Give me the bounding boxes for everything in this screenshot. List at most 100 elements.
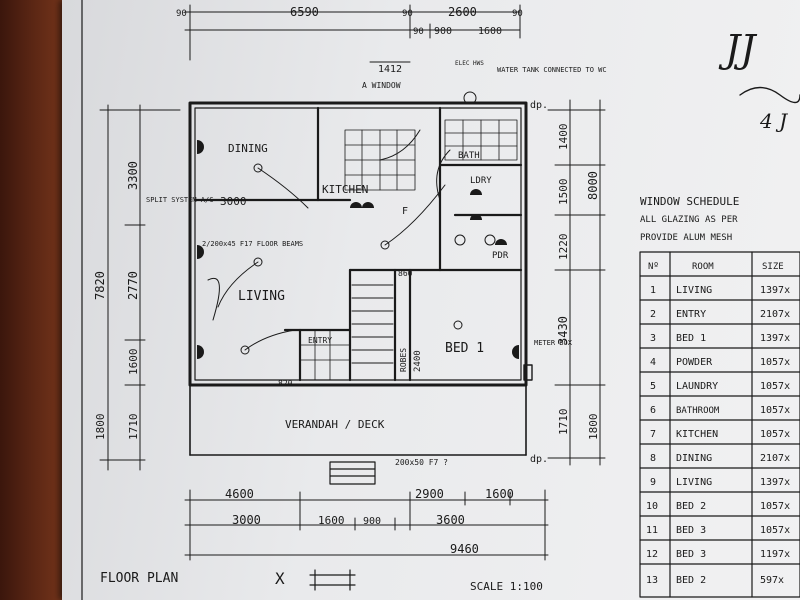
dim-right-1710: 1710 bbox=[557, 409, 570, 436]
bath-tile-grid bbox=[444, 119, 518, 161]
entry-tile-grid bbox=[299, 329, 351, 381]
note-fridge: F bbox=[402, 206, 408, 217]
schedule-row-size: 1197x bbox=[760, 549, 790, 560]
schedule-row-no: 13 bbox=[646, 575, 658, 586]
dim-left-2770: 2770 bbox=[126, 271, 140, 300]
schedule-row-size: 1057x bbox=[760, 381, 790, 392]
room-entry: ENTRY bbox=[308, 336, 332, 345]
dim-left-1710: 1710 bbox=[127, 414, 140, 441]
note-860: 860 bbox=[398, 269, 413, 278]
plan-scale: SCALE 1:100 bbox=[470, 580, 543, 593]
dim-top-90b: 90 bbox=[402, 9, 413, 19]
schedule-row-2: 2 ENTRY 2107x bbox=[650, 309, 790, 320]
room-living: LIVING bbox=[238, 289, 285, 304]
schedule-row-size: 597x bbox=[760, 575, 784, 586]
schedule-row-room: LAUNDRY bbox=[676, 381, 718, 392]
meter-box bbox=[523, 364, 533, 381]
schedule-row-11: 11 BED 3 1057x bbox=[646, 525, 790, 536]
room-robes: ROBES bbox=[399, 348, 408, 372]
schedule-row-room: BED 2 bbox=[676, 501, 706, 512]
schedule-title: WINDOW SCHEDULE bbox=[640, 195, 739, 208]
note-820: 820 bbox=[278, 379, 293, 388]
room-dining: DINING bbox=[228, 142, 268, 155]
dim-top-6590: 6590 bbox=[290, 5, 319, 19]
schedule-row-no: 7 bbox=[650, 429, 656, 440]
dim-bottom-4600: 4600 bbox=[225, 487, 254, 501]
schedule-row-room: BED 3 bbox=[676, 549, 706, 560]
schedule-row-no: 1 bbox=[650, 285, 656, 296]
dim-left-3300: 3300 bbox=[126, 161, 140, 190]
signature-flourish bbox=[739, 86, 800, 104]
schedule-row-room: BED 1 bbox=[676, 333, 706, 344]
window-schedule-table: Nº ROOM SIZE 1 LIVING 1397x 2 ENTRY 2107… bbox=[639, 251, 800, 598]
schedule-row-size: 2107x bbox=[760, 453, 790, 464]
room-verandah: VERANDAH / DECK bbox=[285, 418, 385, 431]
note-meter-box: METER BOX bbox=[534, 339, 573, 347]
dimension-lines bbox=[99, 4, 606, 561]
schedule-row-5: 5 LAUNDRY 1057x bbox=[650, 381, 790, 392]
schedule-header-room: ROOM bbox=[692, 262, 714, 272]
dim-top-90c: 90 bbox=[512, 9, 523, 19]
dp-top: dp. bbox=[530, 100, 548, 111]
schedule-row-room: POWDER bbox=[676, 357, 713, 368]
kitchen-tile-grid bbox=[344, 129, 416, 191]
dim-bottom-1600b: 1600 bbox=[318, 514, 345, 527]
schedule-row-no: 12 bbox=[646, 549, 658, 560]
schedule-row-size: 1397x bbox=[760, 477, 790, 488]
dim-bottom-9460: 9460 bbox=[450, 542, 479, 556]
schedule-row-4: 4 POWDER 1057x bbox=[650, 357, 790, 368]
dim-right-3430: 3430 bbox=[556, 316, 570, 345]
note-split-system: SPLIT SYSTEM A/C bbox=[146, 196, 213, 204]
schedule-row-7: 7 KITCHEN 1057x bbox=[650, 429, 790, 440]
dim-top-2600: 2600 bbox=[448, 5, 477, 19]
plan-title: FLOOR PLAN bbox=[100, 571, 178, 586]
schedule-row-8: 8 DINING 2107x bbox=[650, 453, 790, 464]
dim-top-900: 900 bbox=[434, 26, 452, 37]
schedule-row-13: 13 BED 2 597x bbox=[646, 575, 784, 586]
room-bed1: BED 1 bbox=[445, 341, 484, 356]
dim-bottom-1600: 1600 bbox=[485, 487, 514, 501]
stair-treads bbox=[351, 284, 394, 364]
dp-bottom: dp. bbox=[530, 454, 548, 465]
schedule-note-2: PROVIDE ALUM MESH bbox=[640, 233, 732, 243]
schedule-header-no: Nº bbox=[648, 262, 659, 272]
schedule-row-size: 1057x bbox=[760, 501, 790, 512]
dim-right-1800: 1800 bbox=[587, 414, 600, 441]
schedule-row-room: BED 3 bbox=[676, 525, 706, 536]
schedule-row-room: LIVING bbox=[676, 477, 712, 488]
dim-bottom-3000: 3000 bbox=[232, 513, 261, 527]
dim-top-90d: 90 bbox=[413, 27, 424, 37]
room-bath: BATH bbox=[458, 151, 480, 161]
dim-right-1220: 1220 bbox=[557, 234, 570, 261]
dim-window-1412: 1412 bbox=[378, 64, 402, 75]
room-kitchen: KITCHEN bbox=[322, 183, 368, 196]
dim-left-7820: 7820 bbox=[93, 271, 107, 300]
dim-right-1400: 1400 bbox=[557, 124, 570, 151]
schedule-note-1: ALL GLAZING AS PER bbox=[640, 215, 738, 225]
dim-bottom-3600: 3600 bbox=[436, 513, 465, 527]
schedule-header-size: SIZE bbox=[762, 262, 784, 272]
room-laundry: LDRY bbox=[470, 176, 492, 186]
schedule-table-grid bbox=[639, 251, 800, 598]
dim-left-1800: 1800 bbox=[94, 414, 107, 441]
schedule-row-size: 1057x bbox=[760, 405, 790, 416]
schedule-row-no: 2 bbox=[650, 309, 656, 320]
note-water-tank: WATER TANK CONNECTED TO WC bbox=[497, 66, 607, 74]
schedule-row-room: DINING bbox=[676, 453, 712, 464]
outer-walls bbox=[188, 101, 528, 387]
note-2400: 2400 bbox=[413, 350, 423, 372]
dim-bottom-900: 900 bbox=[363, 516, 381, 527]
dim-right-1500: 1500 bbox=[557, 179, 570, 206]
schedule-row-6: 6 BATHROOM 1057x bbox=[650, 405, 790, 416]
schedule-row-3: 3 BED 1 1397x bbox=[650, 333, 790, 344]
signature-initials: JJ bbox=[718, 27, 757, 71]
dim-top-1600: 1600 bbox=[478, 26, 502, 37]
schedule-row-room: LIVING bbox=[676, 285, 712, 296]
scale-bar bbox=[309, 569, 356, 591]
schedule-row-size: 1057x bbox=[760, 357, 790, 368]
schedule-row-12: 12 BED 3 1197x bbox=[646, 549, 790, 560]
note-window: A WINDOW bbox=[362, 81, 401, 90]
north-mark: X bbox=[275, 569, 285, 588]
schedule-row-size: 1057x bbox=[760, 525, 790, 536]
room-powder: PDR bbox=[492, 251, 509, 261]
